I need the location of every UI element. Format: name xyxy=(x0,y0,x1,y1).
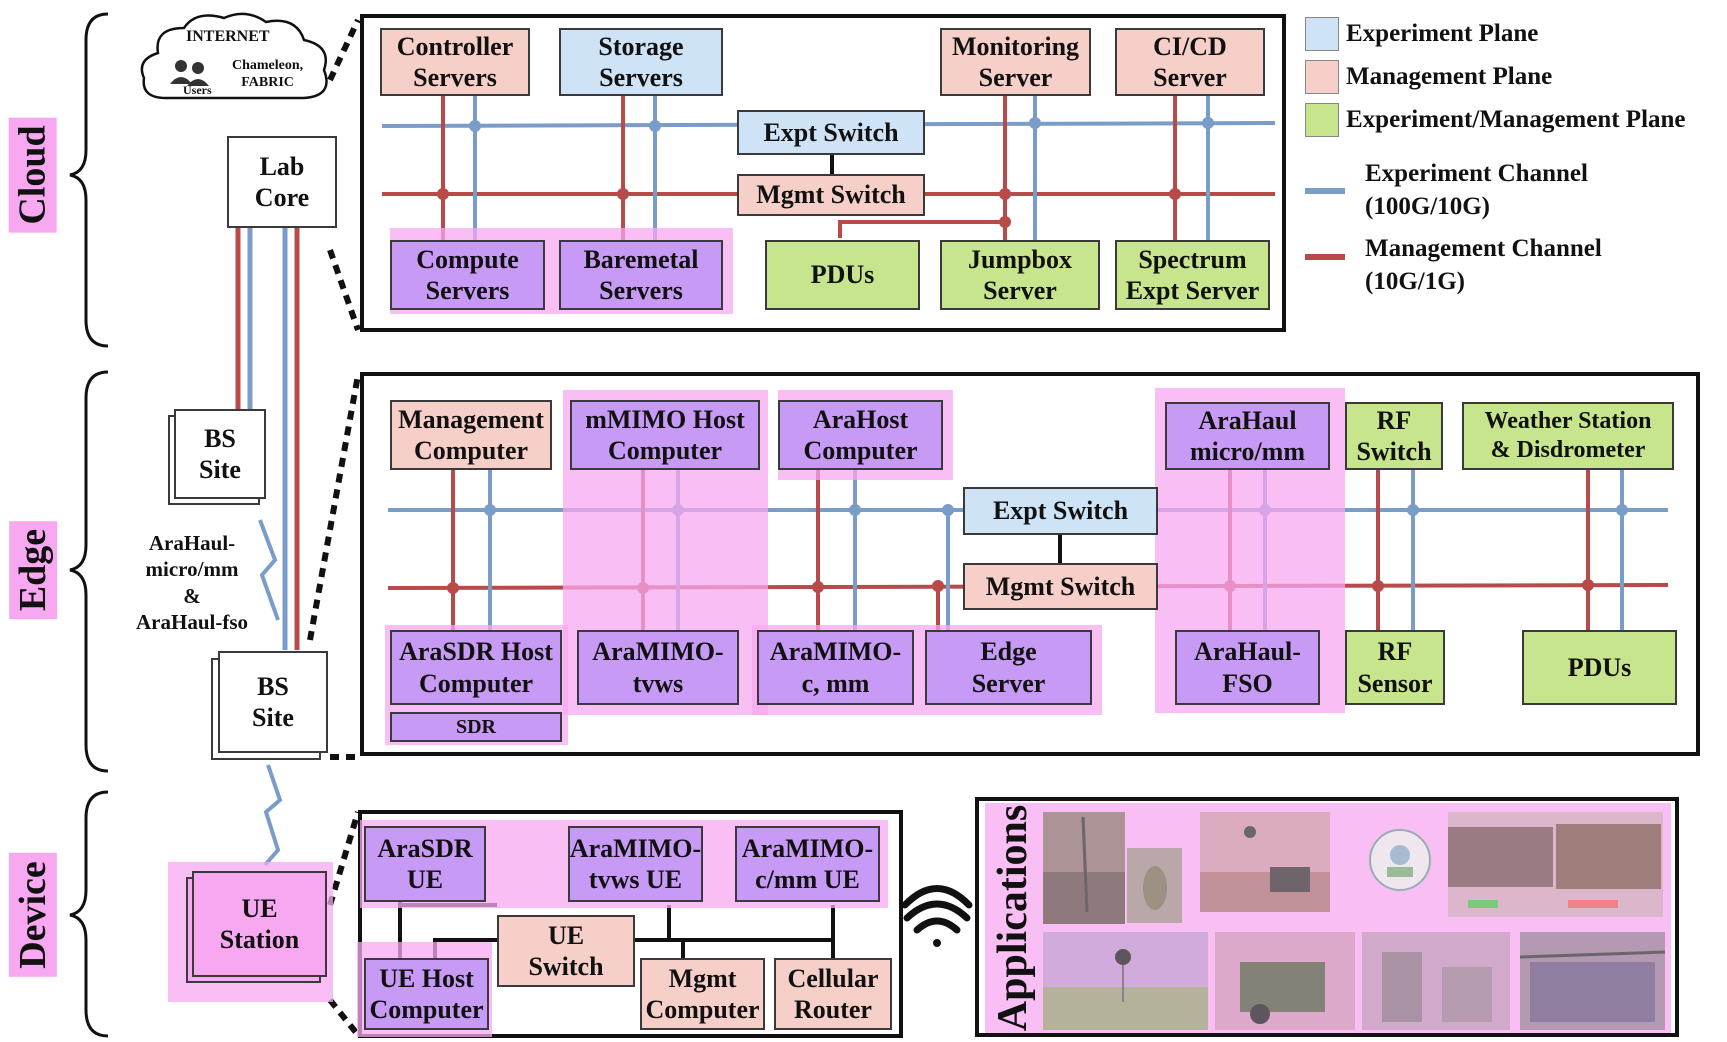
edge-brace xyxy=(69,370,109,773)
arahaul-link-label: AraHaul- micro/mm & AraHaul-fso xyxy=(136,531,248,634)
legend-experiment-channel: Experiment Channel (100G/10G) xyxy=(1365,160,1588,220)
farm-diagram-icon xyxy=(1369,829,1431,891)
legend-expt-mgmt-swatch xyxy=(1305,103,1339,137)
plant-closeup-photo xyxy=(1127,848,1182,923)
cloud-pdus[interactable]: PDUs xyxy=(765,240,920,310)
bs-site-bottom[interactable]: BS Site xyxy=(218,651,328,753)
monitoring-server[interactable]: Monitoring Server xyxy=(940,28,1091,96)
industrial-facility-photo xyxy=(1362,932,1510,1030)
weather-station[interactable]: Weather Station & Disdrometer xyxy=(1462,402,1674,470)
sdr[interactable]: SDR xyxy=(390,712,562,742)
mmimo-host-computer[interactable]: mMIMO Host Computer xyxy=(570,400,760,470)
section-label-cloud: Cloud xyxy=(8,110,58,240)
legend-experiment-swatch xyxy=(1305,17,1339,51)
ue-station[interactable]: UE Station xyxy=(192,871,327,977)
storage-servers[interactable]: Storage Servers xyxy=(559,28,723,96)
section-label-device: Device xyxy=(8,845,58,985)
crop-field-photo xyxy=(1043,812,1125,924)
edge-panel xyxy=(360,372,1700,756)
aramimo-cmm-ue[interactable]: AraMIMO- c/mm UE xyxy=(735,826,880,902)
cattle-photo xyxy=(1448,812,1663,917)
management-computer[interactable]: Management Computer xyxy=(390,400,552,470)
arahost-computer[interactable]: AraHost Computer xyxy=(778,400,943,470)
internet-label: INTERNET xyxy=(186,28,270,45)
cloud-panel xyxy=(360,14,1286,332)
users-label: Users xyxy=(183,83,212,97)
rf-switch[interactable]: RF Switch xyxy=(1345,402,1443,470)
cellular-router[interactable]: Cellular Router xyxy=(774,958,892,1030)
arasdr-ue[interactable]: AraSDR UE xyxy=(364,826,486,902)
device-mgmt-computer[interactable]: Mgmt Computer xyxy=(640,958,765,1030)
drone-field-photo xyxy=(1043,932,1208,1030)
section-label-edge: Edge xyxy=(8,505,58,635)
baremetal-servers[interactable]: Baremetal Servers xyxy=(559,240,723,310)
arahaul-micro-mm[interactable]: AraHaul micro/mm xyxy=(1165,402,1330,470)
drone-tractor-photo xyxy=(1200,812,1330,912)
spectrum-expt-server[interactable]: Spectrum Expt Server xyxy=(1115,240,1270,310)
rf-sensor[interactable]: RF Sensor xyxy=(1345,630,1445,705)
cloud-mgmt-switch[interactable]: Mgmt Switch xyxy=(737,174,925,216)
legend-experiment-plane: Experiment Plane xyxy=(1346,20,1539,47)
jumpbox-server[interactable]: Jumpbox Server xyxy=(940,240,1100,310)
cloud-brace xyxy=(69,12,109,348)
internet-cloud-icon xyxy=(140,12,328,100)
cicd-server[interactable]: CI/CD Server xyxy=(1115,28,1265,96)
arahaul-fso[interactable]: AraHaul- FSO xyxy=(1175,630,1320,705)
edge-mgmt-switch[interactable]: Mgmt Switch xyxy=(963,563,1158,610)
edge-expt-switch[interactable]: Expt Switch xyxy=(963,487,1158,535)
bs-site-top[interactable]: BS Site xyxy=(174,409,266,499)
controller-servers[interactable]: Controller Servers xyxy=(380,28,530,96)
aramimo-tvws-ue[interactable]: AraMIMO- tvws UE xyxy=(568,826,703,902)
combine-harvester-photo xyxy=(1215,932,1355,1030)
cloud-expt-switch[interactable]: Expt Switch xyxy=(737,110,925,155)
arasdr-host-computer[interactable]: AraSDR Host Computer xyxy=(390,630,562,705)
edge-pdus[interactable]: PDUs xyxy=(1522,630,1677,705)
legend-management-swatch xyxy=(1305,60,1339,94)
applications-panel xyxy=(975,797,1679,1037)
legend-management-channel: Management Channel (10G/1G) xyxy=(1365,235,1602,295)
applications-label: Applications xyxy=(990,804,1037,1031)
aramimo-c-mm[interactable]: AraMIMO- c, mm xyxy=(757,630,914,705)
edge-server[interactable]: Edge Server xyxy=(925,630,1092,705)
compute-servers[interactable]: Compute Servers xyxy=(390,240,545,310)
aramimo-tvws[interactable]: AraMIMO- tvws xyxy=(577,630,739,705)
legend-management-plane: Management Plane xyxy=(1346,63,1553,90)
lab-core[interactable]: Lab Core xyxy=(227,136,337,228)
testbeds-label: Chameleon, FABRIC xyxy=(232,58,304,90)
ue-host-computer[interactable]: UE Host Computer xyxy=(364,958,489,1030)
legend-expt-mgmt-plane: Experiment/Management Plane xyxy=(1346,106,1686,133)
factory-interior-photo xyxy=(1520,932,1665,1030)
device-panel xyxy=(358,810,903,1038)
ue-switch[interactable]: UE Switch xyxy=(497,915,635,987)
wifi-icon xyxy=(903,900,971,947)
device-brace xyxy=(69,790,109,1038)
